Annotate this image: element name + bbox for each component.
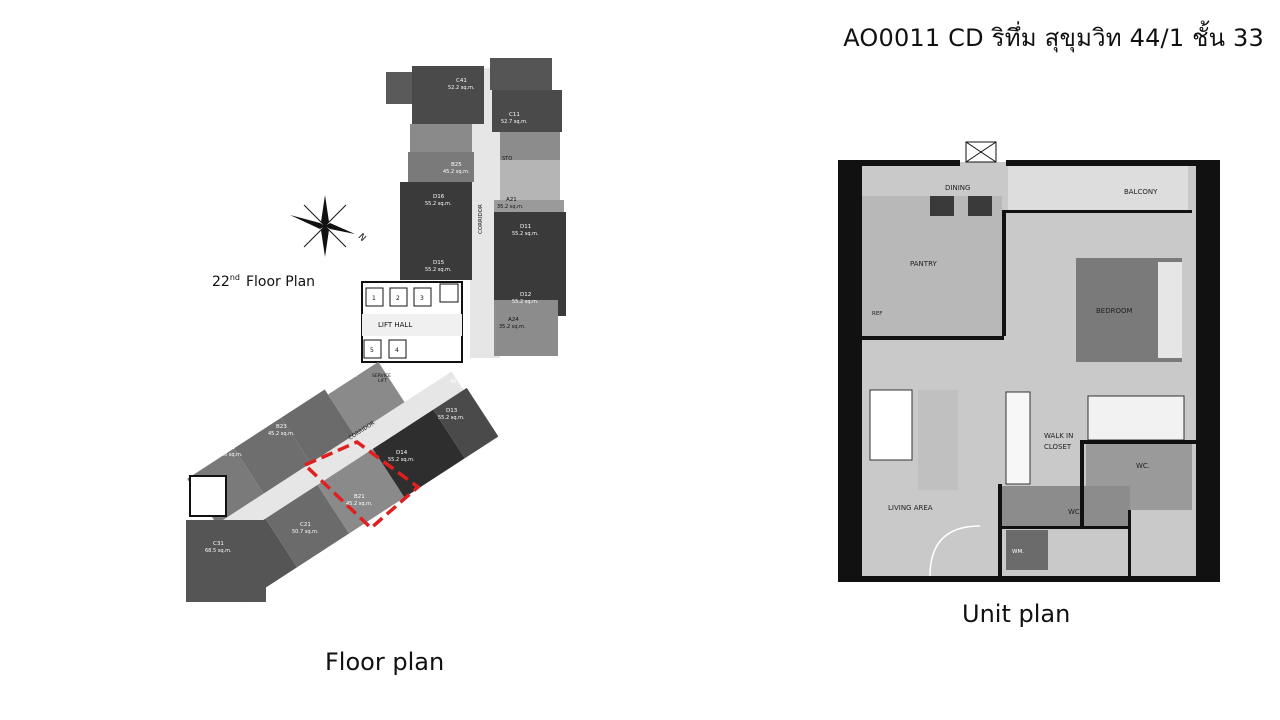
lift-number: 5 <box>370 347 374 354</box>
unit-area: 45.2 sq.m. <box>443 169 470 175</box>
floor-plan-heading: Floor Plan <box>246 274 315 290</box>
page-title: AO0011 CD ริทึ่ม สุขุมวิท 44/1 ชั้น 33 <box>843 24 1264 52</box>
service-lift-label: SERVICE <box>372 373 391 379</box>
unit-label: B23 <box>276 424 287 430</box>
wc-label: WC. <box>1136 462 1150 470</box>
unit-label: D11 <box>520 224 531 230</box>
unit-label: B11 <box>458 372 469 378</box>
unit-label: D16 <box>433 194 445 200</box>
unit-area: 35.2 sq.m. <box>497 204 524 210</box>
unit-area: 45.2 sq.m. <box>268 431 295 437</box>
unit-area: 48.0 sq.m. <box>450 379 477 385</box>
floor-plan-caption: Floor plan <box>325 648 445 676</box>
dining-label: DINING <box>945 184 970 192</box>
selected-unit-outline <box>301 439 421 531</box>
unit-area: 35.2 sq.m. <box>499 324 526 330</box>
unit-area: 55.2 sq.m. <box>512 231 539 237</box>
unit-label: C21 <box>300 522 311 528</box>
compass-icon: N <box>290 195 367 257</box>
ref-label: REF <box>872 311 882 317</box>
unit-label: B21 <box>354 494 365 500</box>
storage-label: STO <box>502 156 512 162</box>
unit-label: D14 <box>396 450 408 456</box>
lift-hall-label: LIFT HALL <box>378 321 412 329</box>
unit-label: B25 <box>451 162 462 168</box>
unit-area: 55.2 sq.m. <box>388 457 415 463</box>
unit-area: 68.5 sq.m. <box>205 548 232 554</box>
unit-area: 45.0 sq.m. <box>331 373 358 379</box>
walk-in-closet-label: CLOSET <box>1044 443 1072 451</box>
unit-area: 52.7 sq.m. <box>501 119 528 125</box>
floor-number-suffix: nd <box>230 273 240 282</box>
unit-label: A21 <box>506 197 517 203</box>
pantry-label: PANTRY <box>910 260 937 268</box>
unit-label: C31 <box>213 541 224 547</box>
unit-area: 45.2 sq.m. <box>346 501 373 507</box>
unit-label: D12 <box>520 292 531 298</box>
living-area-label: LIVING AREA <box>888 504 933 512</box>
unit-label: B22 <box>224 445 235 451</box>
unit-label: B24 <box>339 366 350 372</box>
unit-label: D13 <box>446 408 458 414</box>
lift-number: 2 <box>396 295 400 302</box>
unit-label: C11 <box>509 112 520 118</box>
floor-plan-drawing: N 22nd Floor Plan <box>186 58 566 603</box>
corridor-label: CORRIDOR <box>478 204 484 234</box>
balcony-label: BALCONY <box>1124 188 1158 196</box>
washing-machine-label: WM. <box>1012 549 1024 555</box>
wc-label: WC. <box>1068 508 1082 516</box>
bedroom-label: BEDROOM <box>1096 307 1133 315</box>
unit-label: A24 <box>508 317 519 323</box>
unit-area: 55.2 sq.m. <box>438 415 465 421</box>
lift-number: 1 <box>372 295 376 302</box>
lift-number: 3 <box>420 295 424 302</box>
unit-area: 55.2 sq.m. <box>425 201 452 207</box>
north-wing <box>361 58 566 363</box>
service-lift-label: LIFT <box>378 378 387 384</box>
unit-plan-caption: Unit plan <box>962 600 1071 628</box>
unit-area: 45.0 sq.m. <box>216 452 243 458</box>
walk-in-closet-label: WALK IN <box>1044 432 1073 440</box>
unit-area: 50.7 sq.m. <box>292 529 319 535</box>
unit-label: C41 <box>456 78 467 84</box>
compass-north-label: N <box>356 232 368 244</box>
lift-number: 4 <box>395 347 399 354</box>
floor-number: 22 <box>212 274 230 290</box>
unit-label: D15 <box>433 260 445 266</box>
unit-area: 55.2 sq.m. <box>425 267 452 273</box>
south-wing <box>187 361 499 603</box>
unit-area: 52.2 sq.m. <box>448 85 475 91</box>
unit-area: 55.2 sq.m. <box>512 299 539 305</box>
